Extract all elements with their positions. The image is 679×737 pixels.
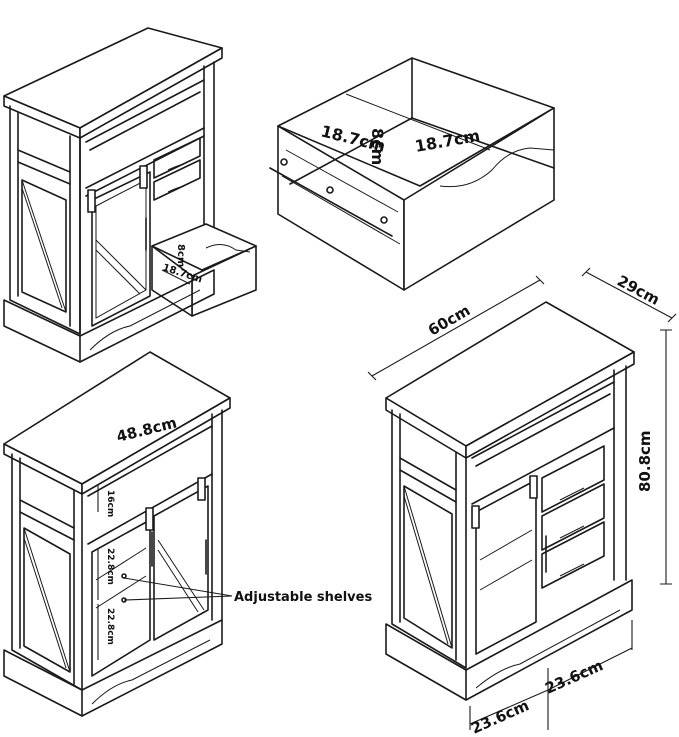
door-right-width-label: 23.6cm xyxy=(542,656,606,697)
door-hinge-icon xyxy=(87,189,96,213)
screw-icon xyxy=(380,216,388,224)
width-dimension-line xyxy=(371,279,541,377)
cabinet-view-drawer-open xyxy=(3,27,257,363)
lower-shelf-height-label: 22.8cm xyxy=(105,608,115,645)
sliding-door xyxy=(153,485,209,641)
sliding-door xyxy=(475,479,537,655)
depth-dimension-line xyxy=(585,271,673,319)
door-left-width-label: 23.6cm xyxy=(468,696,532,737)
door-hinge-icon xyxy=(471,505,480,529)
adjustable-shelves-callout: Adjustable shelves xyxy=(234,590,372,605)
door-hinge-icon xyxy=(529,475,538,499)
door-hinge-icon xyxy=(145,507,154,531)
overall-width-label: 60cm xyxy=(425,301,473,339)
door-left-dimension-line xyxy=(469,689,549,725)
door-right-dimension-line xyxy=(547,647,633,691)
door-hinge-icon xyxy=(197,477,206,501)
upper-shelf-height-label: 16cm xyxy=(105,490,115,517)
drawer-slide-rail xyxy=(269,167,393,237)
door-hinge-icon xyxy=(139,165,148,189)
screw-icon xyxy=(280,158,288,166)
cabinet-view-shelves xyxy=(3,351,233,717)
drawer-height-label: 8cm xyxy=(368,128,387,165)
sliding-door xyxy=(91,171,151,327)
overall-depth-label: 29cm xyxy=(614,272,663,309)
drawer-height-label-small: 8cm xyxy=(175,244,186,267)
drawer-detail-view xyxy=(269,57,555,291)
screw-icon xyxy=(326,186,334,194)
overall-height-label: 80.8cm xyxy=(636,430,654,492)
middle-shelf-height-label: 22.8cm xyxy=(105,548,115,585)
shelf-peg-icon xyxy=(121,573,127,579)
cabinet-view-overall xyxy=(367,267,677,730)
